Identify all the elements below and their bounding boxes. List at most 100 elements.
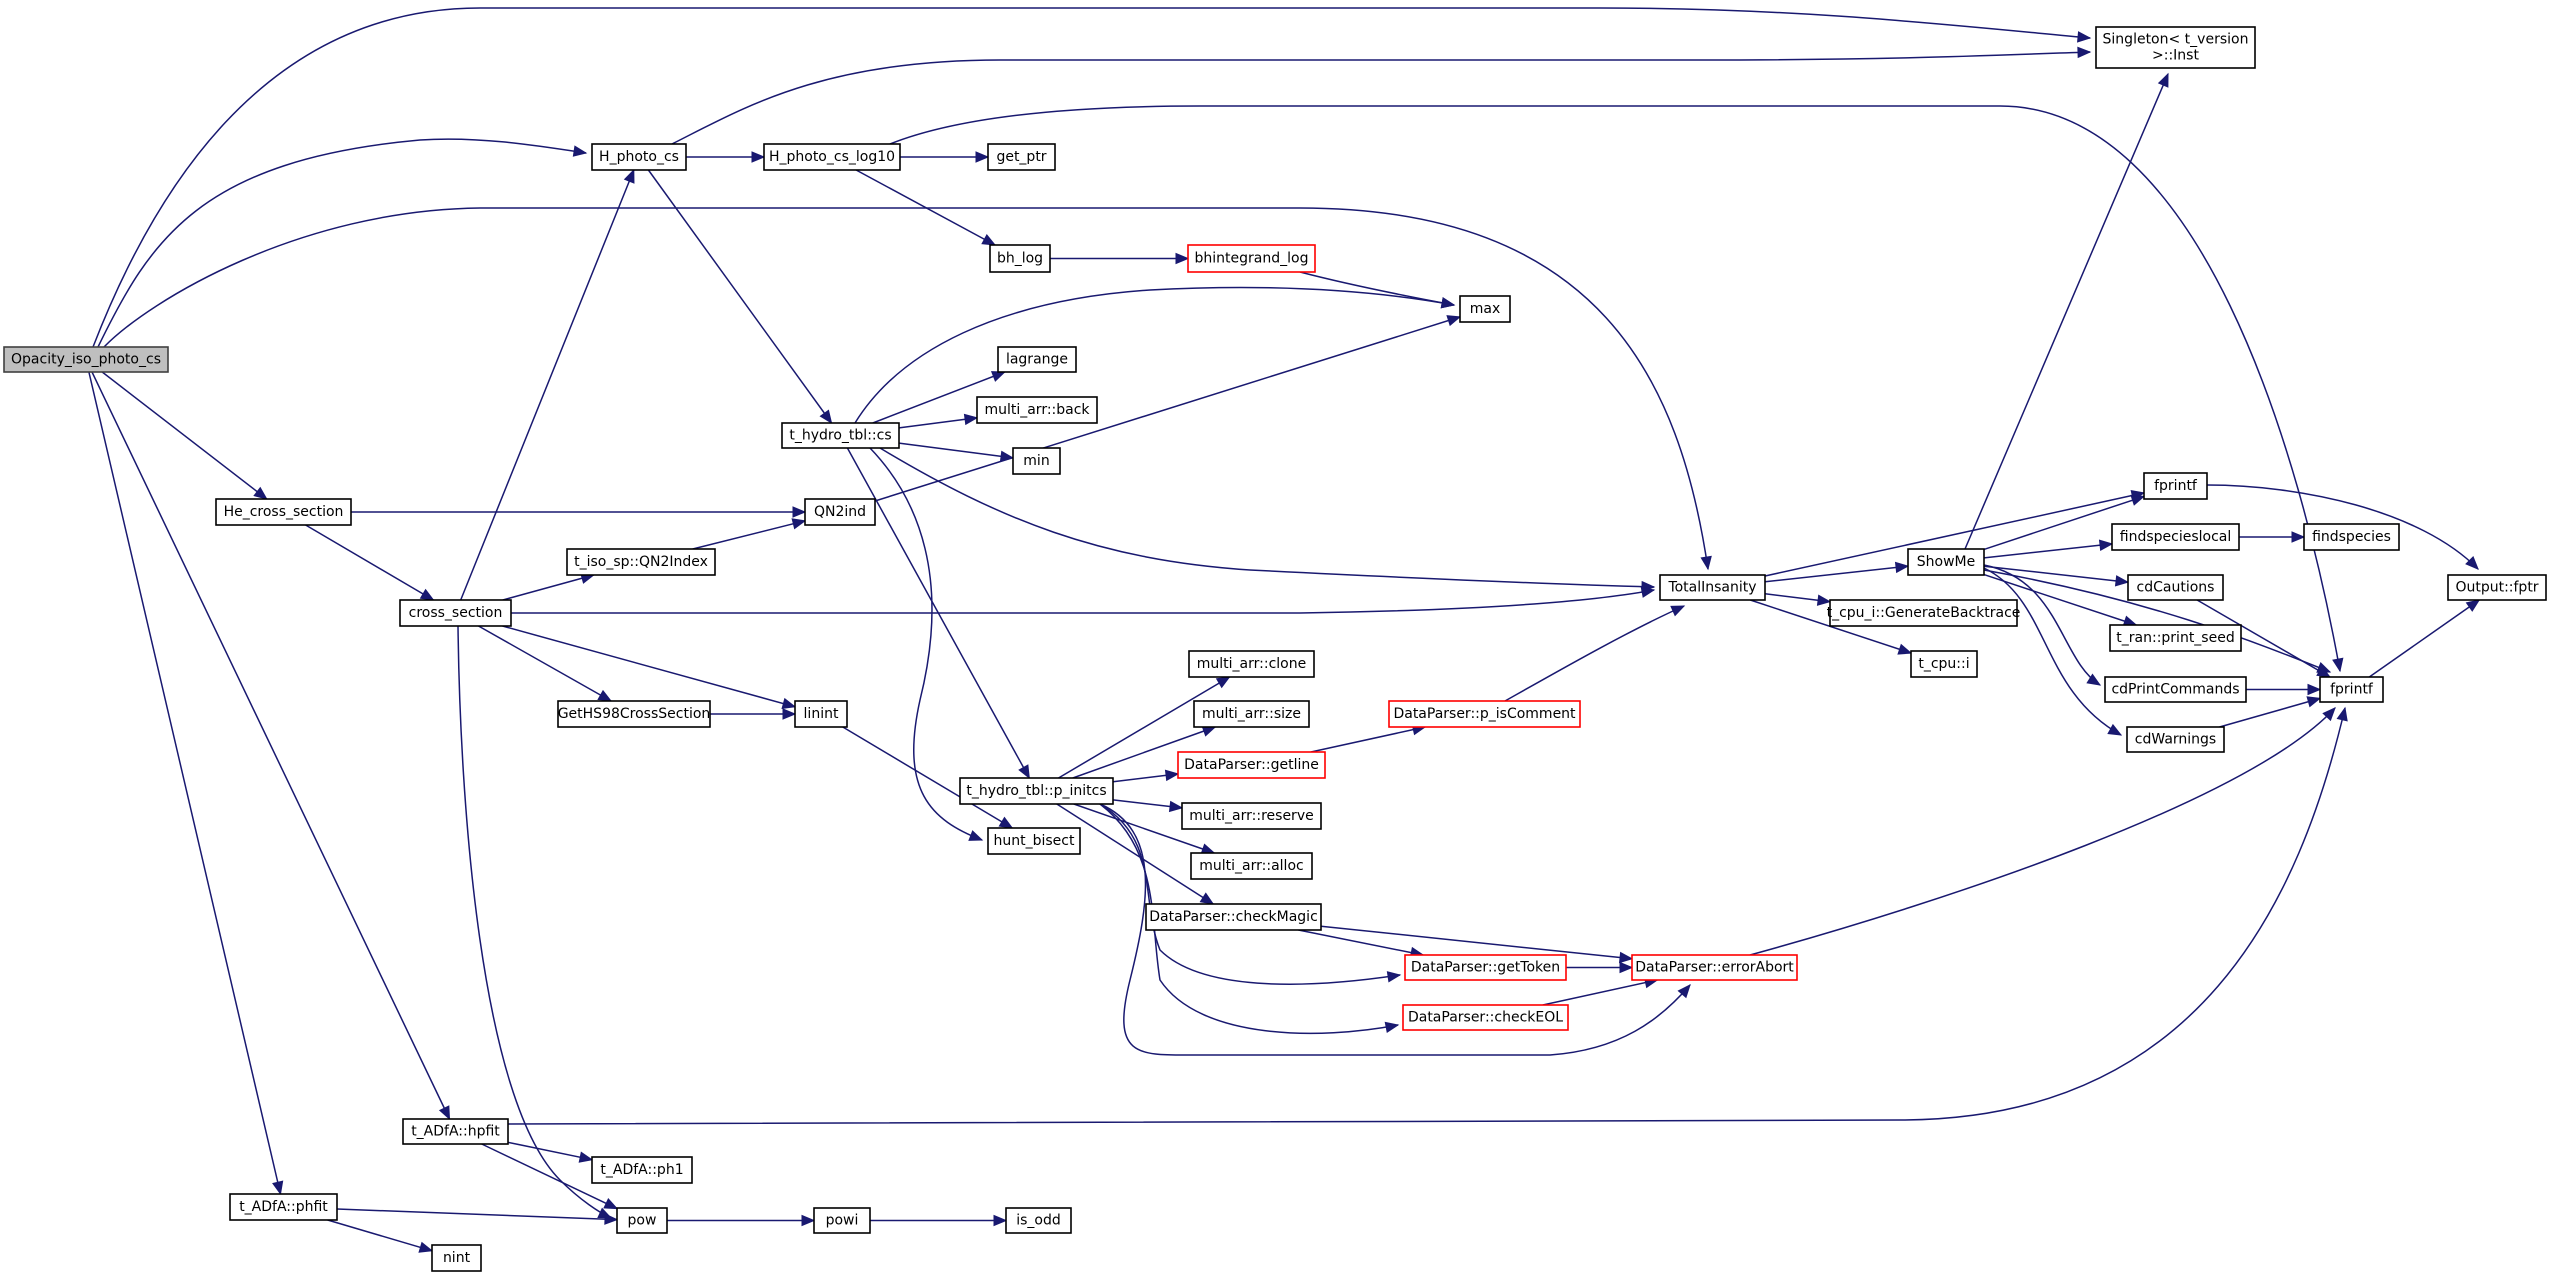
node-box[interactable] bbox=[1388, 700, 1581, 728]
node-ph1[interactable]: t_ADfA::ph1 bbox=[591, 1156, 693, 1184]
node-cdcautions[interactable]: cdCautions bbox=[2127, 574, 2224, 601]
node-box[interactable] bbox=[229, 1193, 338, 1221]
node-box[interactable] bbox=[997, 346, 1077, 373]
node-singleton[interactable]: Singleton< t_version>::Inst bbox=[2095, 26, 2256, 69]
node-box[interactable] bbox=[1181, 802, 1322, 830]
node-box[interactable] bbox=[2143, 472, 2208, 500]
node-findspecies[interactable]: findspecies bbox=[2303, 523, 2400, 551]
node-box[interactable] bbox=[2447, 574, 2547, 601]
node-box[interactable] bbox=[402, 1118, 509, 1145]
node-crosssection[interactable]: cross_section bbox=[399, 599, 512, 627]
node-box[interactable] bbox=[1012, 447, 1061, 475]
node-fprintf1[interactable]: fprintf bbox=[2143, 472, 2208, 500]
node-box[interactable] bbox=[3, 346, 169, 373]
node-min[interactable]: min bbox=[1012, 447, 1061, 475]
node-box[interactable] bbox=[1910, 650, 1978, 678]
node-mback[interactable]: multi_arr::back bbox=[976, 396, 1098, 424]
node-box[interactable] bbox=[2095, 26, 2256, 69]
node-box[interactable] bbox=[2111, 523, 2240, 551]
node-hpfit[interactable]: t_ADfA::hpfit bbox=[402, 1118, 509, 1145]
node-box[interactable] bbox=[1631, 954, 1798, 981]
node-mreserve[interactable]: multi_arr::reserve bbox=[1181, 802, 1322, 830]
node-box[interactable] bbox=[2127, 574, 2224, 601]
node-box[interactable] bbox=[1005, 1207, 1072, 1234]
node-box[interactable] bbox=[1188, 650, 1315, 678]
node-tcpui[interactable]: t_cpu::i bbox=[1910, 650, 1978, 678]
node-checkmagic[interactable]: DataParser::checkMagic bbox=[1145, 903, 1322, 931]
node-bhintegrand[interactable]: bhintegrand_log bbox=[1187, 244, 1316, 273]
node-box[interactable] bbox=[566, 548, 716, 576]
node-getptr[interactable]: get_ptr bbox=[987, 143, 1056, 171]
node-fprintf2[interactable]: fprintf bbox=[2319, 676, 2384, 703]
node-box[interactable] bbox=[591, 1156, 693, 1184]
node-box[interactable] bbox=[813, 1207, 871, 1234]
node-box[interactable] bbox=[1907, 548, 1985, 576]
node-box[interactable] bbox=[959, 777, 1114, 805]
node-box[interactable] bbox=[557, 700, 711, 728]
node-opacity[interactable]: Opacity_iso_photo_cs bbox=[3, 346, 169, 373]
node-box[interactable] bbox=[794, 700, 848, 728]
node-box[interactable] bbox=[1193, 700, 1310, 728]
node-box[interactable] bbox=[2319, 676, 2384, 703]
node-showme[interactable]: ShowMe bbox=[1907, 548, 1985, 576]
node-box[interactable] bbox=[2303, 523, 2400, 551]
node-msize[interactable]: multi_arr::size bbox=[1193, 700, 1310, 728]
node-errorabort[interactable]: DataParser::errorAbort bbox=[1631, 954, 1798, 981]
node-malloc[interactable]: multi_arr::alloc bbox=[1190, 852, 1313, 880]
node-box[interactable] bbox=[1190, 852, 1313, 880]
node-box[interactable] bbox=[215, 498, 352, 526]
node-geths98[interactable]: GetHS98CrossSection bbox=[557, 700, 711, 728]
node-getline[interactable]: DataParser::getline bbox=[1177, 751, 1326, 779]
node-box[interactable] bbox=[1177, 751, 1326, 779]
node-box[interactable] bbox=[2126, 726, 2225, 753]
node-box[interactable] bbox=[431, 1244, 482, 1272]
node-lagrange[interactable]: lagrange bbox=[997, 346, 1077, 373]
node-huntbisect[interactable]: hunt_bisect bbox=[987, 827, 1081, 855]
node-printseed[interactable]: t_ran::print_seed bbox=[2109, 624, 2242, 652]
node-box[interactable] bbox=[976, 396, 1098, 424]
node-box[interactable] bbox=[989, 244, 1051, 273]
node-cdwarnings[interactable]: cdWarnings bbox=[2126, 726, 2225, 753]
node-outputfptr[interactable]: Output::fptr bbox=[2447, 574, 2547, 601]
node-iscomment[interactable]: DataParser::p_isComment bbox=[1388, 700, 1581, 728]
node-box[interactable] bbox=[399, 599, 512, 627]
node-pinitcs[interactable]: t_hydro_tbl::p_initcs bbox=[959, 777, 1114, 805]
node-gettoken[interactable]: DataParser::getToken bbox=[1404, 954, 1567, 981]
node-cdprintcommands[interactable]: cdPrintCommands bbox=[2104, 676, 2247, 703]
node-box[interactable] bbox=[1459, 295, 1511, 323]
node-thydrocs[interactable]: t_hydro_tbl::cs bbox=[781, 422, 900, 449]
node-box[interactable] bbox=[2104, 676, 2247, 703]
node-nint[interactable]: nint bbox=[431, 1244, 482, 1272]
node-box[interactable] bbox=[616, 1207, 668, 1234]
node-max[interactable]: max bbox=[1459, 295, 1511, 323]
node-box[interactable] bbox=[987, 143, 1056, 171]
node-box[interactable] bbox=[804, 498, 876, 526]
node-box[interactable] bbox=[763, 143, 901, 171]
node-box[interactable] bbox=[1187, 244, 1316, 273]
node-box[interactable] bbox=[591, 143, 687, 171]
node-box[interactable] bbox=[2109, 624, 2242, 652]
node-totalinsanity[interactable]: TotalInsanity bbox=[1659, 574, 1766, 601]
node-box[interactable] bbox=[987, 827, 1081, 855]
node-box[interactable] bbox=[1404, 954, 1567, 981]
node-checkeol[interactable]: DataParser::checkEOL bbox=[1402, 1004, 1569, 1031]
node-box[interactable] bbox=[781, 422, 900, 449]
node-mclone[interactable]: multi_arr::clone bbox=[1188, 650, 1315, 678]
node-backtrace[interactable]: t_cpu_i::GenerateBacktrace bbox=[1827, 599, 2021, 627]
node-hphotocs[interactable]: H_photo_cs bbox=[591, 143, 687, 171]
node-box[interactable] bbox=[1145, 903, 1322, 931]
node-linint[interactable]: linint bbox=[794, 700, 848, 728]
node-box[interactable] bbox=[1402, 1004, 1569, 1031]
node-qn2index[interactable]: t_iso_sp::QN2Index bbox=[566, 548, 716, 576]
node-powi[interactable]: powi bbox=[813, 1207, 871, 1234]
node-phfit[interactable]: t_ADfA::phfit bbox=[229, 1193, 338, 1221]
node-qn2ind[interactable]: QN2ind bbox=[804, 498, 876, 526]
node-bhlog[interactable]: bh_log bbox=[989, 244, 1051, 273]
node-hecross[interactable]: He_cross_section bbox=[215, 498, 352, 526]
node-box[interactable] bbox=[1829, 599, 2018, 627]
node-hphotocslog10[interactable]: H_photo_cs_log10 bbox=[763, 143, 901, 171]
node-pow[interactable]: pow bbox=[616, 1207, 668, 1234]
node-box[interactable] bbox=[1659, 574, 1766, 601]
node-findspecieslocal[interactable]: findspecieslocal bbox=[2111, 523, 2240, 551]
node-isodd[interactable]: is_odd bbox=[1005, 1207, 1072, 1234]
